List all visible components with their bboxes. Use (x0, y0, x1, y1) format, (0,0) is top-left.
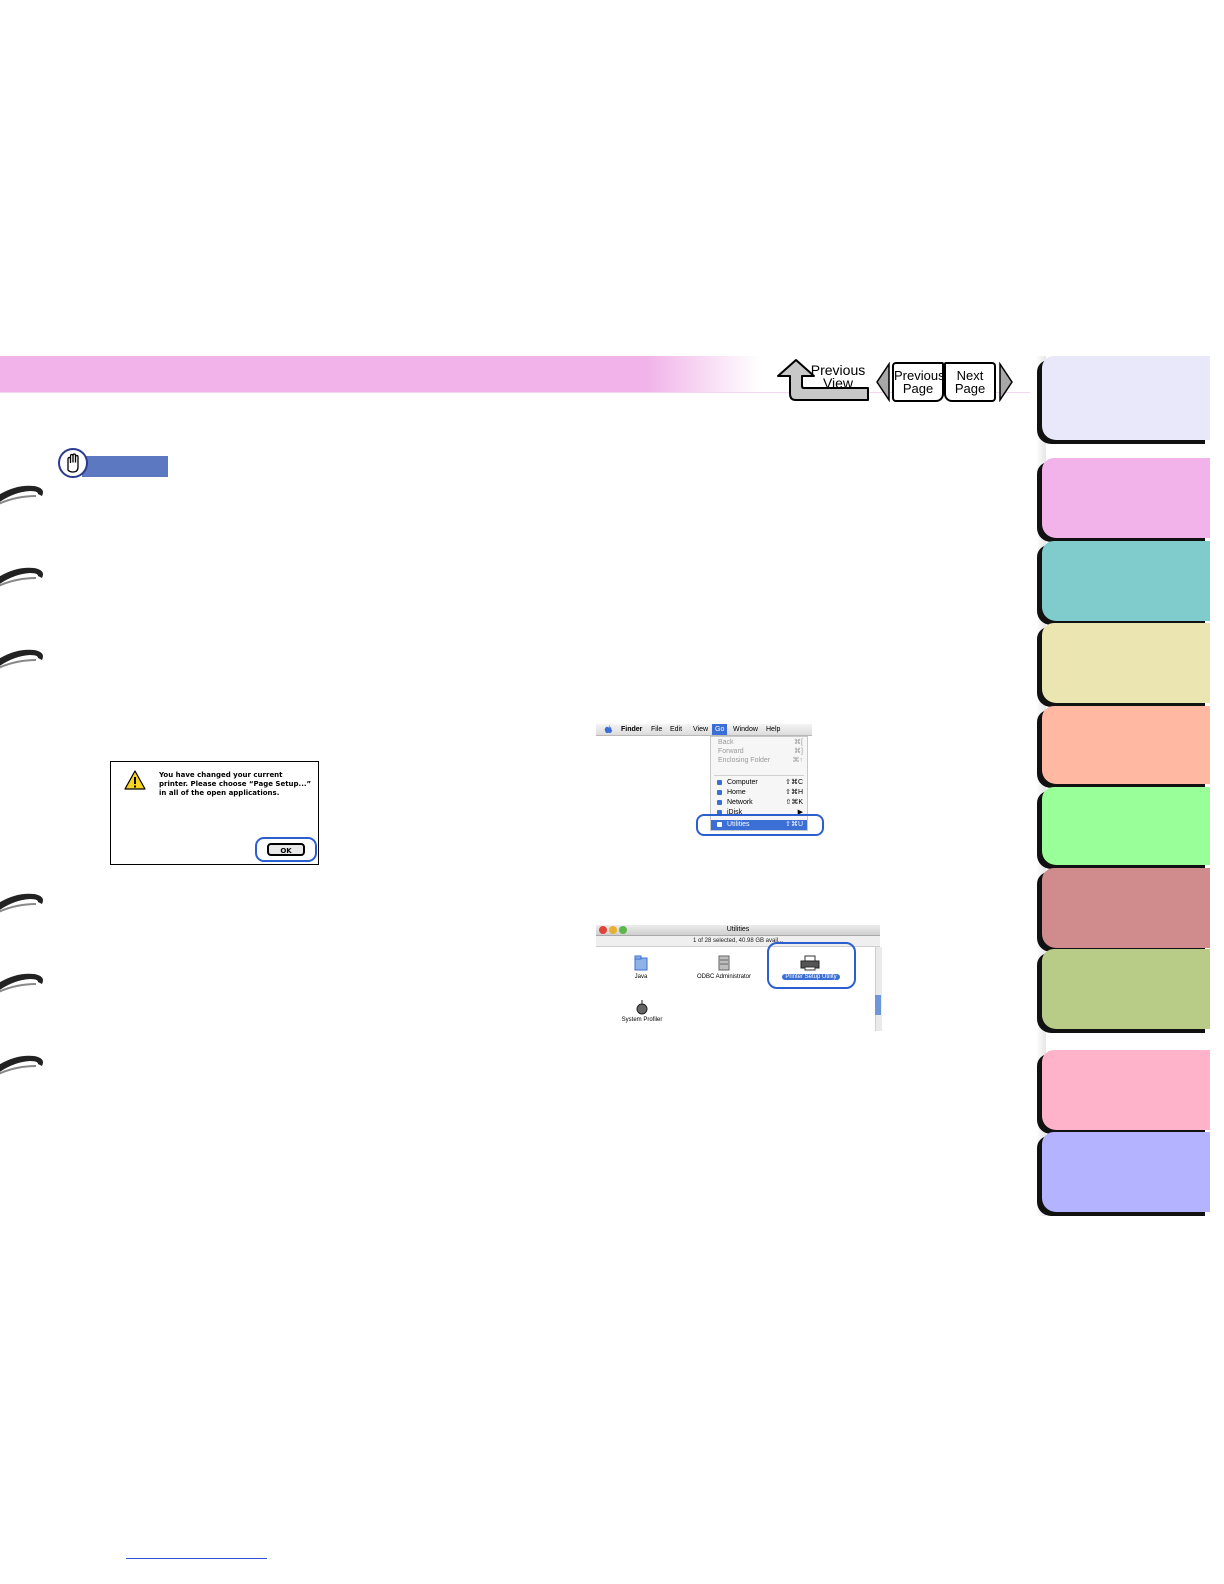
utilities-highlight (696, 814, 824, 836)
previous-page-button[interactable]: Previous Page (892, 362, 945, 402)
previous-view-arrow-icon[interactable] (774, 356, 870, 402)
binder-ring-icon (0, 893, 43, 913)
idisk-icon (717, 810, 722, 815)
home-icon (717, 790, 722, 795)
previous-page-arrow-icon[interactable] (875, 362, 891, 402)
odbc-administrator-icon[interactable] (718, 955, 730, 971)
previous-view-label[interactable]: Previous View (810, 362, 866, 391)
window-title: Utilities (726, 926, 750, 933)
window-title-bar: Utilities (596, 925, 880, 936)
alert-dialog-screenshot: You have changed your current printer. P… (110, 761, 319, 865)
next-page-button[interactable]: Next Page (944, 362, 996, 402)
menu-separator (714, 775, 804, 776)
hand-stop-icon (58, 448, 88, 478)
chapter-tab-8[interactable] (1042, 1050, 1210, 1130)
printer-icon[interactable] (800, 955, 820, 971)
window-content: Java ODBC Administrator Printer Setup Ut… (596, 947, 874, 1031)
chapter-tab-7[interactable] (1042, 949, 1210, 1029)
next-page-arrow-icon[interactable] (998, 362, 1014, 402)
binder-ring-icon (0, 973, 43, 993)
menu-item-back[interactable]: Back⌘[ (718, 739, 803, 746)
ok-button-highlight (255, 837, 317, 862)
chapter-tab-0[interactable] (1042, 356, 1210, 440)
close-window-icon[interactable] (599, 926, 607, 934)
chapter-tab-4[interactable] (1042, 706, 1210, 784)
finder-go-menu-screenshot: Finder File Edit View Go Window Help Bac… (596, 724, 824, 836)
menu-item-computer[interactable]: Computer⇧⌘C (711, 778, 807, 788)
ok-button[interactable]: OK (267, 843, 305, 856)
binder-ring-icon (0, 567, 43, 587)
chapter-tab-3[interactable] (1042, 623, 1210, 703)
header-band (0, 356, 760, 392)
menu-go[interactable]: Go (712, 724, 728, 735)
menu-item-idisk[interactable]: iDisk▶ (711, 808, 807, 818)
computer-icon (717, 780, 722, 785)
system-profiler-label[interactable]: System Profiler (621, 1017, 663, 1023)
menu-item-home[interactable]: Home⇧⌘H (711, 788, 807, 798)
binder-ring-icon (0, 649, 43, 669)
footer-link-underline[interactable] (126, 1558, 267, 1559)
minimize-window-icon[interactable] (609, 926, 617, 934)
alert-message: You have changed your current printer. P… (159, 771, 312, 797)
scrollbar[interactable] (875, 947, 882, 1031)
chapter-tab-9[interactable] (1042, 1132, 1210, 1212)
chapter-tab-6[interactable] (1042, 868, 1210, 948)
odbc-administrator-label[interactable]: ODBC Administrator (696, 974, 751, 980)
menu-item-network[interactable]: Network⇧⌘K (711, 798, 807, 808)
printer-setup-utility-label[interactable]: Printer Setup Utility (782, 974, 840, 980)
chapter-tab-5[interactable] (1042, 787, 1210, 865)
printer-setup-utility-highlight (767, 942, 856, 989)
warning-icon (124, 770, 146, 790)
utilities-window-screenshot: Utilities 1 of 28 selected, 40.98 GB ava… (596, 925, 882, 1031)
menu-bar: Finder File Edit View Go Window Help (596, 724, 812, 736)
window-status: 1 of 28 selected, 40.98 GB avail... (596, 936, 880, 947)
menu-edit[interactable]: Edit (670, 726, 683, 733)
utilities-folder-icon (717, 822, 722, 827)
system-profiler-icon[interactable] (635, 999, 649, 1015)
binder-ring-icon (0, 1055, 43, 1075)
menu-item-enclosing-folder[interactable]: Enclosing Folder⌘↑ (718, 757, 803, 764)
scrollbar-thumb[interactable] (875, 995, 881, 1015)
header-divider (0, 392, 1030, 393)
menu-file[interactable]: File (651, 726, 663, 733)
tabs-shadow (1036, 356, 1046, 1216)
java-label[interactable]: Java (634, 974, 648, 980)
binder-ring-icon (0, 485, 43, 505)
network-icon (717, 800, 722, 805)
menu-help[interactable]: Help (766, 726, 781, 733)
important-badge (82, 456, 168, 477)
apple-menu-icon[interactable] (604, 725, 613, 734)
java-folder-icon[interactable] (634, 955, 648, 971)
chapter-tab-2[interactable] (1042, 541, 1210, 621)
menu-item-forward[interactable]: Forward⌘] (718, 748, 803, 755)
menu-item-utilities[interactable]: Utilities⇧⌘U (711, 820, 807, 830)
zoom-window-icon[interactable] (619, 926, 627, 934)
chapter-tab-1[interactable] (1042, 458, 1210, 538)
menu-view[interactable]: View (693, 726, 709, 733)
menu-window[interactable]: Window (733, 726, 758, 733)
menu-finder[interactable]: Finder (621, 726, 643, 733)
